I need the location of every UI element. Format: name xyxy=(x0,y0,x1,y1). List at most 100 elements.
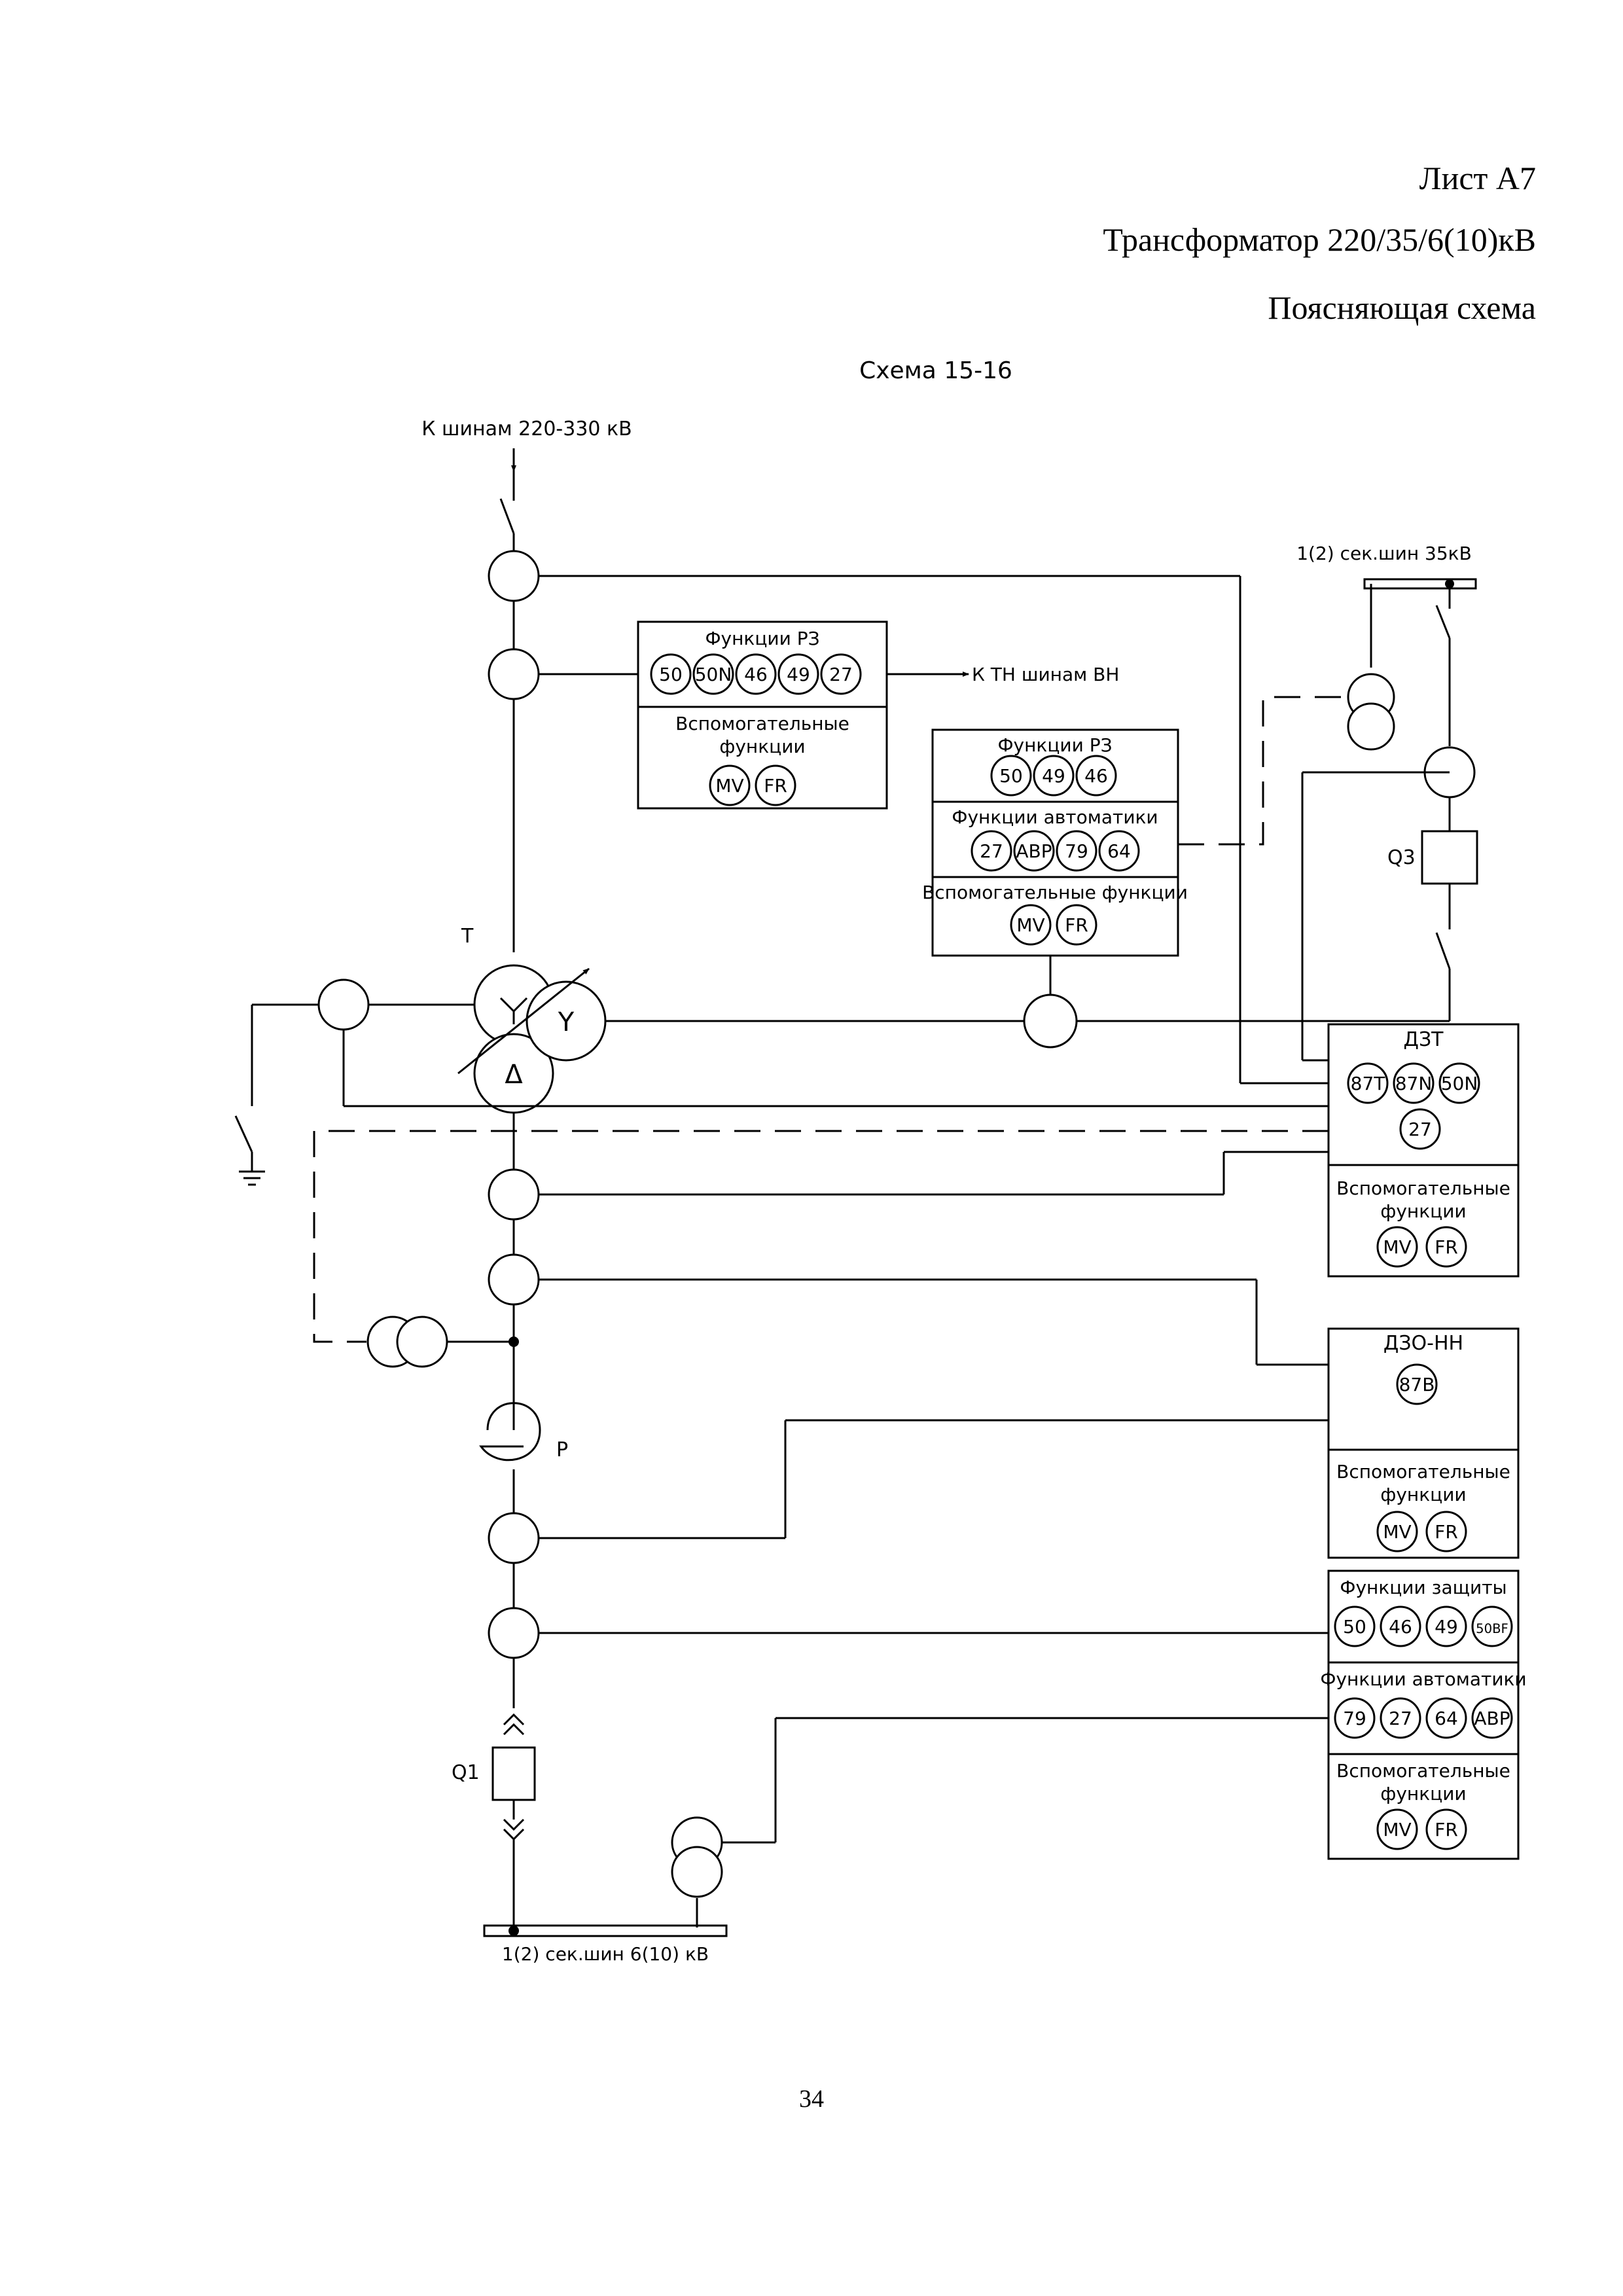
function-code-label: FR xyxy=(764,775,787,797)
lv-automation-title: Функции автоматики xyxy=(1320,1668,1526,1690)
delta-winding-label: Δ xyxy=(505,1060,523,1090)
reactor-label: P xyxy=(556,1439,568,1462)
function-code-label: 49 xyxy=(787,664,810,685)
function-code-label: MV xyxy=(715,775,743,797)
svg-text:Вспомогательные: Вспомогательные xyxy=(1336,1760,1510,1782)
neutral-current-transformer xyxy=(317,978,370,1031)
document-title: Трансформатор 220/35/6(10)кВ xyxy=(1103,221,1536,258)
function-code-label: 50N xyxy=(695,664,732,685)
function-code-circle xyxy=(1425,1697,1467,1739)
mv-disconnector-bottom xyxy=(1435,932,1451,969)
function-code-label: MV xyxy=(1383,1521,1411,1543)
function-code-circle xyxy=(1098,830,1140,872)
function-code-circle xyxy=(1396,1363,1438,1405)
function-code-label: 50BF xyxy=(1476,1621,1508,1636)
function-code-circle xyxy=(1075,755,1117,797)
transformer-label: T xyxy=(461,925,474,948)
reactor xyxy=(479,1402,541,1462)
function-code-label: 27 xyxy=(1389,1708,1412,1729)
function-code-label: MV xyxy=(1383,1819,1411,1840)
breaker-q3 xyxy=(1421,830,1478,885)
lv-bus-label: 1(2) сек.шин 6(10) кВ xyxy=(502,1943,709,1965)
function-code-circle xyxy=(1376,1511,1418,1552)
function-code-label: 46 xyxy=(1389,1616,1412,1638)
lv-current-transformer-1 xyxy=(488,1168,540,1221)
function-code-label: 46 xyxy=(1084,765,1108,787)
function-code-label: 27 xyxy=(980,840,1003,862)
page-number: 34 xyxy=(799,2085,824,2113)
power-transformer: T Δ Y xyxy=(457,925,607,1114)
function-code-circle xyxy=(1425,1808,1467,1850)
function-code-circle xyxy=(692,653,734,695)
function-code-circle xyxy=(755,764,796,806)
function-code-label: АВР xyxy=(1474,1708,1510,1729)
document-subtitle: Поясняющая схема xyxy=(1268,289,1536,326)
sheet-label: Лист А7 xyxy=(1419,160,1536,196)
function-code-label: 64 xyxy=(1435,1708,1458,1729)
grounding-switch xyxy=(234,1115,253,1153)
function-code-circle xyxy=(971,830,1012,872)
mv-automation-title: Функции автоматики xyxy=(952,806,1158,828)
svg-text:функции: функции xyxy=(1380,1484,1466,1505)
function-code-label: 50 xyxy=(999,765,1023,787)
mv-bus-label: 1(2) сек.шин 35кВ xyxy=(1296,543,1472,564)
dzt-title: ДЗТ xyxy=(1404,1028,1444,1051)
function-code-circle xyxy=(1425,1511,1467,1552)
function-code-label: 87N xyxy=(1395,1073,1433,1094)
function-code-label: 50 xyxy=(659,664,683,685)
mv-panel-title: Функции РЗ xyxy=(997,734,1112,756)
hv-current-transformer-1 xyxy=(488,550,540,602)
function-code-label: 27 xyxy=(1408,1119,1432,1140)
lv-busbar xyxy=(483,1924,728,1937)
function-code-label: 50N xyxy=(1441,1073,1478,1094)
dzo-title: ДЗО-НН xyxy=(1383,1332,1463,1355)
svg-text:функции: функции xyxy=(719,736,805,757)
function-code-circle xyxy=(1033,755,1075,797)
function-code-circle xyxy=(1347,1062,1389,1104)
function-code-circle xyxy=(1334,1605,1376,1647)
function-code-label: 87B xyxy=(1399,1374,1435,1395)
function-code-label: FR xyxy=(1065,914,1088,936)
mv-branch: 1(2) сек.шин 35кВ Q3 xyxy=(1296,543,1478,1062)
function-code-label: 27 xyxy=(829,664,853,685)
lv-panel-title: Функции защиты xyxy=(1340,1577,1507,1598)
lv-breaker-branch: Q1 1(2) сек.шин 6(10) кВ xyxy=(452,1713,1329,1965)
function-code-circle xyxy=(1376,1808,1418,1850)
breaker-q1 xyxy=(491,1746,536,1801)
function-code-label: 49 xyxy=(1435,1616,1458,1638)
function-code-circle xyxy=(650,653,692,695)
function-code-label: FR xyxy=(1435,1819,1458,1840)
mv-aux-title: Вспомогательные функции xyxy=(922,882,1188,903)
lv-current-transformer-4 xyxy=(488,1607,540,1659)
to-vt-hv-label: К ТН шинам ВН xyxy=(972,664,1119,685)
function-code-label: 79 xyxy=(1343,1708,1366,1729)
function-code-label: 50 xyxy=(1343,1616,1366,1638)
function-code-circle xyxy=(1425,1605,1467,1647)
lv-current-transformer-2 xyxy=(488,1253,540,1306)
function-code-label: 87T xyxy=(1351,1073,1386,1094)
wye-winding-label: Y xyxy=(558,1007,575,1037)
breaker-q3-label: Q3 xyxy=(1387,846,1416,869)
neutral-branch xyxy=(234,978,1329,1186)
hv-current-transformer-2 xyxy=(488,648,540,700)
function-code-circle xyxy=(990,755,1032,797)
hv-bus-label: К шинам 220-330 кВ xyxy=(421,418,632,440)
svg-text:Вспомогательные: Вспомогательные xyxy=(1336,1177,1510,1199)
function-code-circle xyxy=(1438,1062,1480,1104)
svg-text:Вспомогательные: Вспомогательные xyxy=(675,713,849,734)
function-code-circle xyxy=(777,653,819,695)
mv-busbar xyxy=(1363,578,1477,590)
mv-current-transformer xyxy=(1023,994,1078,1049)
function-code-circle xyxy=(1393,1062,1435,1104)
hv-feeder: К шинам 220-330 кВ xyxy=(421,418,632,952)
function-code-label: АВР xyxy=(1016,840,1052,862)
svg-text:Вспомогательные: Вспомогательные xyxy=(1336,1461,1510,1482)
function-code-label: MV xyxy=(1016,914,1044,936)
function-code-label: 64 xyxy=(1107,840,1131,862)
function-code-label: 46 xyxy=(744,664,768,685)
